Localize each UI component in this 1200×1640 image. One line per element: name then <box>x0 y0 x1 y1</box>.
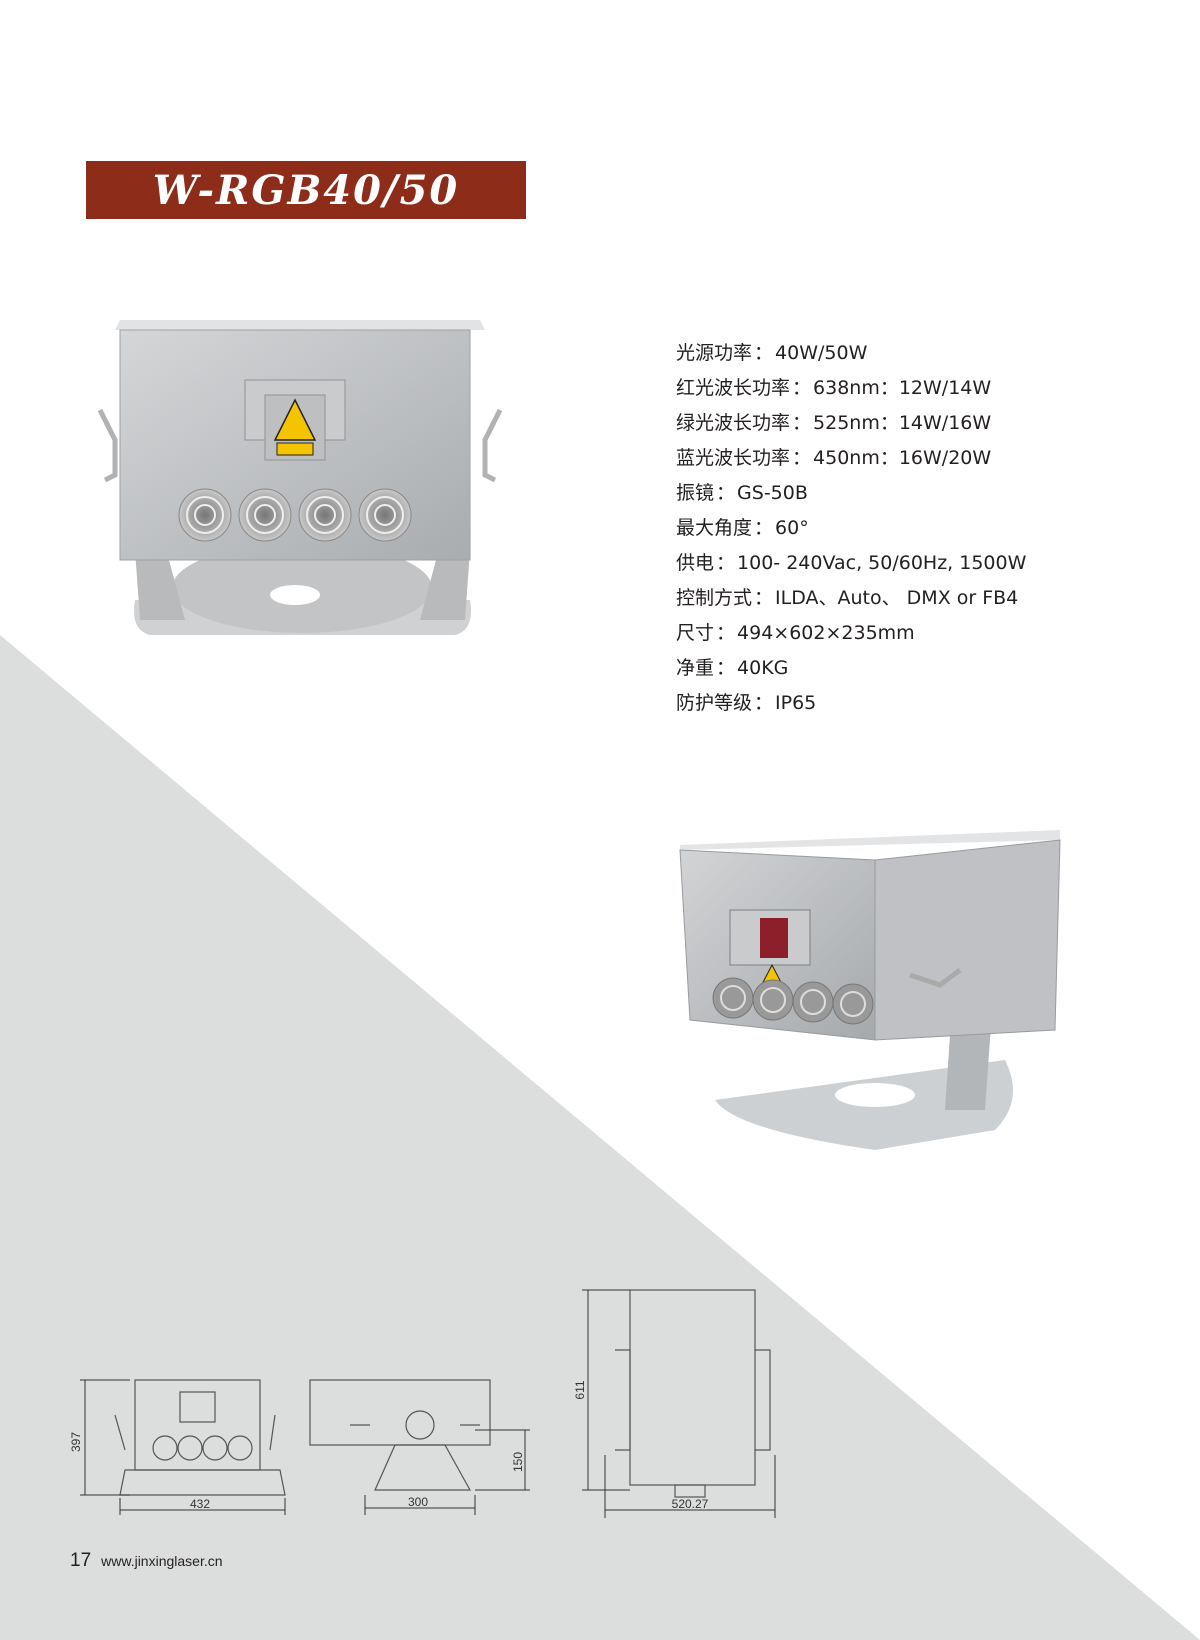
title-banner: W-RGB40/50 <box>86 161 526 219</box>
spec-row-ip-rating: 防护等级：IP65 <box>676 692 817 714</box>
spec-row-power-supply: 供电：100- 240Vac, 50/60Hz, 1500W <box>676 552 1027 574</box>
page-number: 17 <box>70 1550 92 1571</box>
drawing-side-view: 150 300 <box>309 1379 530 1515</box>
spec-row-light-power: 光源功率：40W/50W <box>676 342 868 364</box>
dim-length-611: 611 <box>573 1380 587 1399</box>
spec-row-red-wavelength: 红光波长功率：638nm：12W/14W <box>676 377 992 399</box>
dim-height-397: 397 <box>70 1432 83 1452</box>
spec-row-blue-wavelength: 蓝光波长功率：450nm：16W/20W <box>676 447 992 469</box>
spec-row-galvo: 振镜：GS-50B <box>676 482 808 504</box>
spec-row-dimensions: 尺寸：494×602×235mm <box>676 622 915 644</box>
spec-row-green-wavelength: 绿光波长功率：525nm：14W/16W <box>676 412 992 434</box>
dim-width-432: 432 <box>190 1497 210 1511</box>
page-footer: 17 www.jinxinglaser.cn <box>70 1550 223 1572</box>
product-photo-angled <box>679 830 1061 1150</box>
spec-row-max-angle: 最大角度：60° <box>676 517 809 539</box>
spec-row-net-weight: 净重：40KG <box>676 657 789 679</box>
spec-row-control: 控制方式：ILDA、Auto、 DMX or FB4 <box>676 587 1019 609</box>
drawing-front-view: 397 432 <box>70 1379 286 1515</box>
spec-list: 光源功率：40W/50W 红光波长功率：638nm：12W/14W 绿光波长功率… <box>676 336 1026 721</box>
dim-base-height-150: 150 <box>511 1452 525 1472</box>
dim-width-520: 520.27 <box>672 1497 709 1511</box>
website-link[interactable]: www.jinxinglaser.cn <box>101 1553 223 1569</box>
product-photo-front <box>97 320 503 635</box>
dim-base-width-300: 300 <box>408 1495 428 1509</box>
product-title: W-RGB40/50 <box>152 166 460 214</box>
drawing-top-view: 611 520.27 <box>573 1289 776 1518</box>
